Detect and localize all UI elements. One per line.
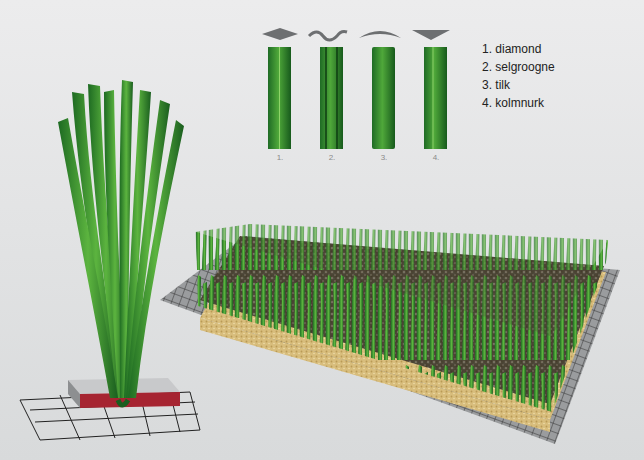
profile-name: 4. kolmnurk [482, 96, 544, 110]
callout-number: 3. [381, 153, 388, 162]
callout-number: 1. [277, 153, 284, 162]
profile-name: 3. tilk [482, 78, 510, 92]
profile-name: 1. diamond [482, 42, 541, 56]
fiber-tuft [58, 80, 184, 405]
profile-name: 2. selgroogne [482, 60, 555, 74]
fiber-profiles [262, 28, 450, 149]
grass-front [196, 232, 608, 412]
callout-number: 2. [329, 153, 336, 162]
callout-number: 4. [433, 153, 440, 162]
tuft-grid [20, 392, 200, 440]
